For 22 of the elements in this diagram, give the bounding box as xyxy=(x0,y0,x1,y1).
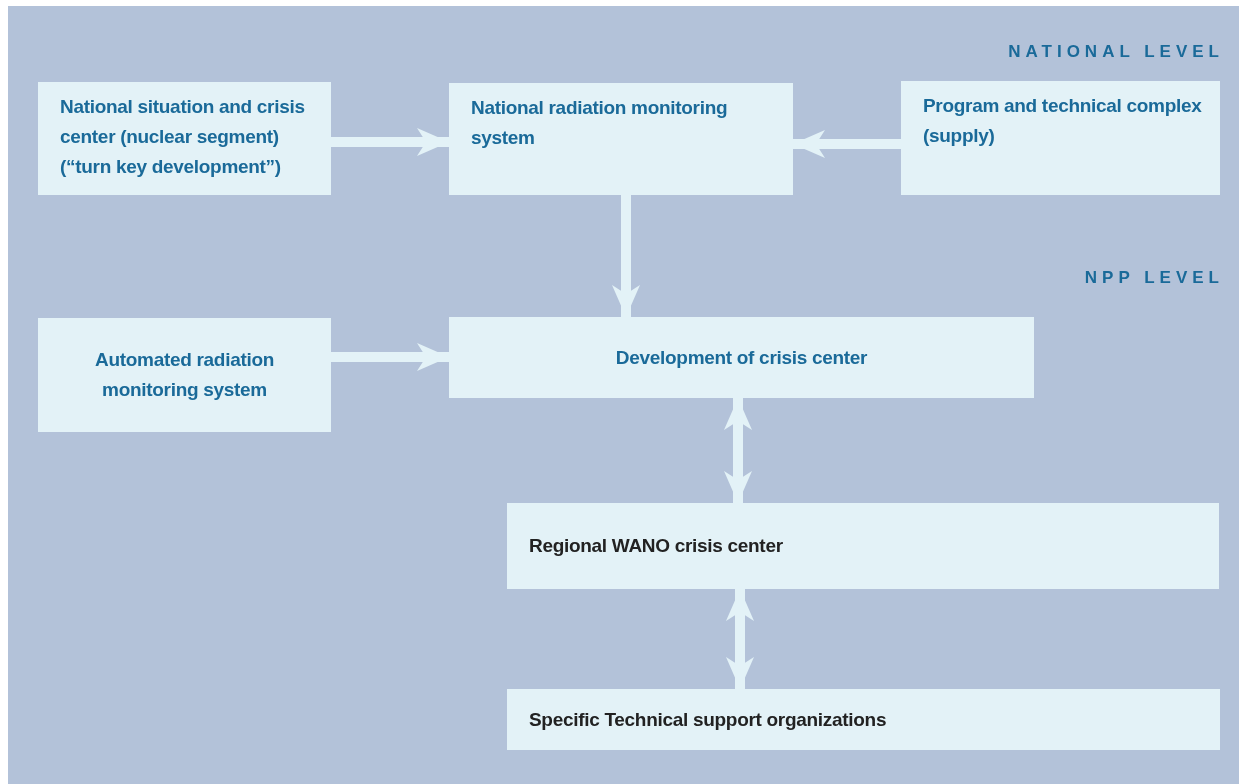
level-heading: NPP LEVEL xyxy=(1084,268,1224,288)
box-label: Development of crisis center xyxy=(614,345,869,370)
process-box xyxy=(449,317,1034,398)
arrow xyxy=(331,128,449,156)
box-label: National radiation monitoring system xyxy=(471,96,729,150)
level-heading: NATIONAL LEVEL xyxy=(1008,42,1224,62)
box-label: Program and technical complex (supply) xyxy=(923,94,1203,148)
process-box xyxy=(507,689,1220,750)
process-box xyxy=(38,82,331,195)
box-label: Specific Technical support organizations xyxy=(529,707,888,732)
process-box xyxy=(507,503,1219,589)
process-box xyxy=(449,83,793,195)
arrow xyxy=(793,130,901,158)
box-label: Regional WANO crisis center xyxy=(529,534,784,558)
box-label: Automated radiation monitoring system xyxy=(94,348,275,402)
process-box xyxy=(901,81,1220,195)
arrow xyxy=(612,195,640,317)
process-box xyxy=(38,318,331,432)
box-label: National situation and crisis center (nuclear segment) (“turn key development”) xyxy=(60,95,306,179)
arrow xyxy=(726,589,754,689)
arrow xyxy=(724,398,752,503)
arrow xyxy=(331,343,449,371)
